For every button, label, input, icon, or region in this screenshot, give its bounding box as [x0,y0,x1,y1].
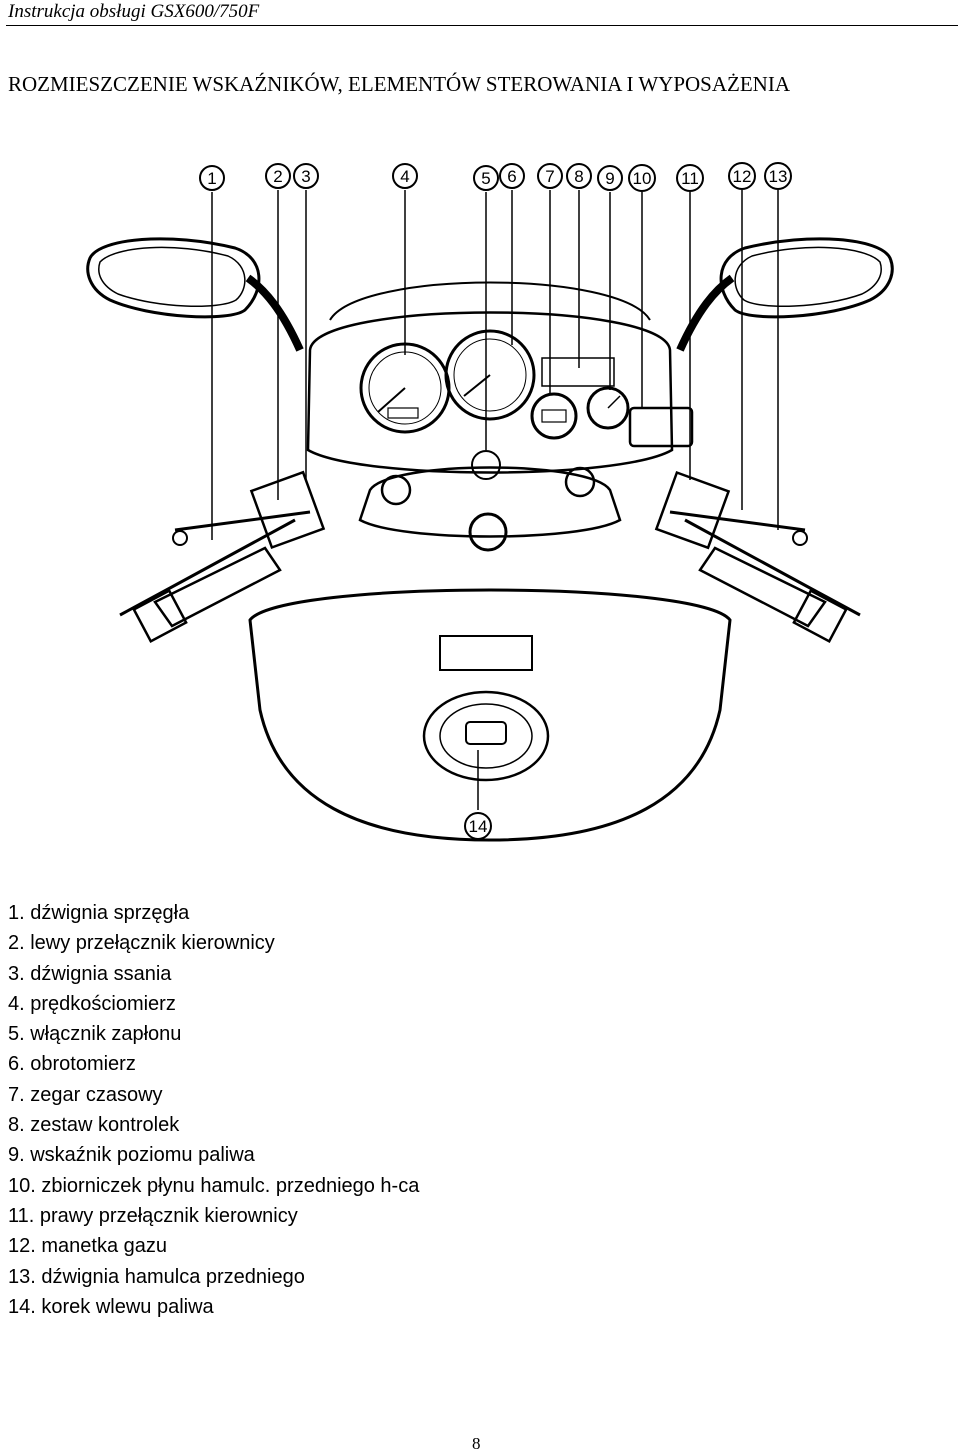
fuel-tank [248,588,732,842]
legend-item: 3. dźwignia ssania [8,962,172,985]
top-yoke [358,466,622,538]
callout-7: 7 [537,163,563,189]
running-header: Instrukcja obsługi GSX600/750F [8,1,260,22]
parts-legend: 1. dźwignia sprzęgła 2. lewy przełącznik… [8,898,419,1322]
right-handlebar [654,470,861,643]
callout-14: 14 [464,812,492,840]
left-mirror [86,237,304,352]
fairing [306,311,674,474]
left-handlebar [119,470,326,643]
svg-text:7: 7 [545,167,554,186]
callout-10: 10 [628,164,656,192]
svg-text:14: 14 [469,817,488,836]
svg-text:2: 2 [273,167,282,186]
clock-gauge [530,392,578,440]
tank-label [439,635,533,671]
legend-item: 12. manetka gazu [8,1235,167,1258]
tachometer-gauge [444,329,536,421]
svg-text:11: 11 [681,169,699,188]
svg-text:5: 5 [481,169,490,188]
page-title: ROZMIESZCZENIE WSKAŹNIKÓW, ELEMENTÓW STE… [8,72,790,96]
indicator-lights-panel [541,357,615,387]
svg-text:12: 12 [733,167,752,186]
callout-1: 1 [199,165,225,191]
leader-lines [211,190,779,810]
right-mirror [676,237,894,352]
legend-item: 11. prawy przełącznik kierownicy [8,1204,298,1227]
brake-fluid-reservoir [628,406,694,448]
callout-3: 3 [293,163,319,189]
steering-stem-nut [468,512,508,552]
svg-text:10: 10 [633,169,652,188]
legend-item: 7. zegar czasowy [8,1083,163,1106]
svg-text:1: 1 [207,169,216,188]
legend-item: 1. dźwignia sprzęgła [8,902,190,924]
callout-5: 5 [473,165,499,191]
callout-9: 9 [597,165,623,191]
callout-11: 11 [676,164,704,192]
legend-item: 14. korek wlewu paliwa [8,1295,214,1318]
callout-6: 6 [499,163,525,189]
windscreen [329,281,651,321]
ignition-switch [471,450,501,480]
legend-item: 13. dźwignia hamulca przedniego [8,1265,305,1288]
legend-item: 8. zestaw kontrolek [8,1114,180,1137]
fuel-gauge [586,386,630,430]
legend-item: 5. włącznik zapłonu [8,1023,182,1046]
callout-2: 2 [265,163,291,189]
legend-item: 10. zbiorniczek płynu hamulc. przedniego… [8,1174,420,1197]
motorcycle-cockpit-illustration: 1 2 3 4 5 6 7 8 9 10 11 12 13 14 [60,150,920,860]
svg-text:3: 3 [301,167,310,186]
callout-4: 4 [392,163,418,189]
svg-text:8: 8 [574,167,583,186]
fuel-cap [422,690,550,782]
legend-item: 2. lewy przełącznik kierownicy [8,932,275,955]
page-number: 8 [472,1434,481,1453]
svg-text:6: 6 [507,167,516,186]
callout-13: 13 [764,162,792,190]
callout-8: 8 [566,163,592,189]
legend-item: 9. wskaźnik poziomu paliwa [8,1144,255,1167]
svg-text:4: 4 [400,167,409,186]
svg-text:9: 9 [605,169,614,188]
svg-text:13: 13 [769,167,788,186]
legend-item: 4. prędkościomierz [8,992,176,1015]
speedometer-gauge [359,342,451,434]
header-rule [6,25,958,26]
callout-12: 12 [728,162,756,190]
legend-item: 6. obrotomierz [8,1053,136,1076]
